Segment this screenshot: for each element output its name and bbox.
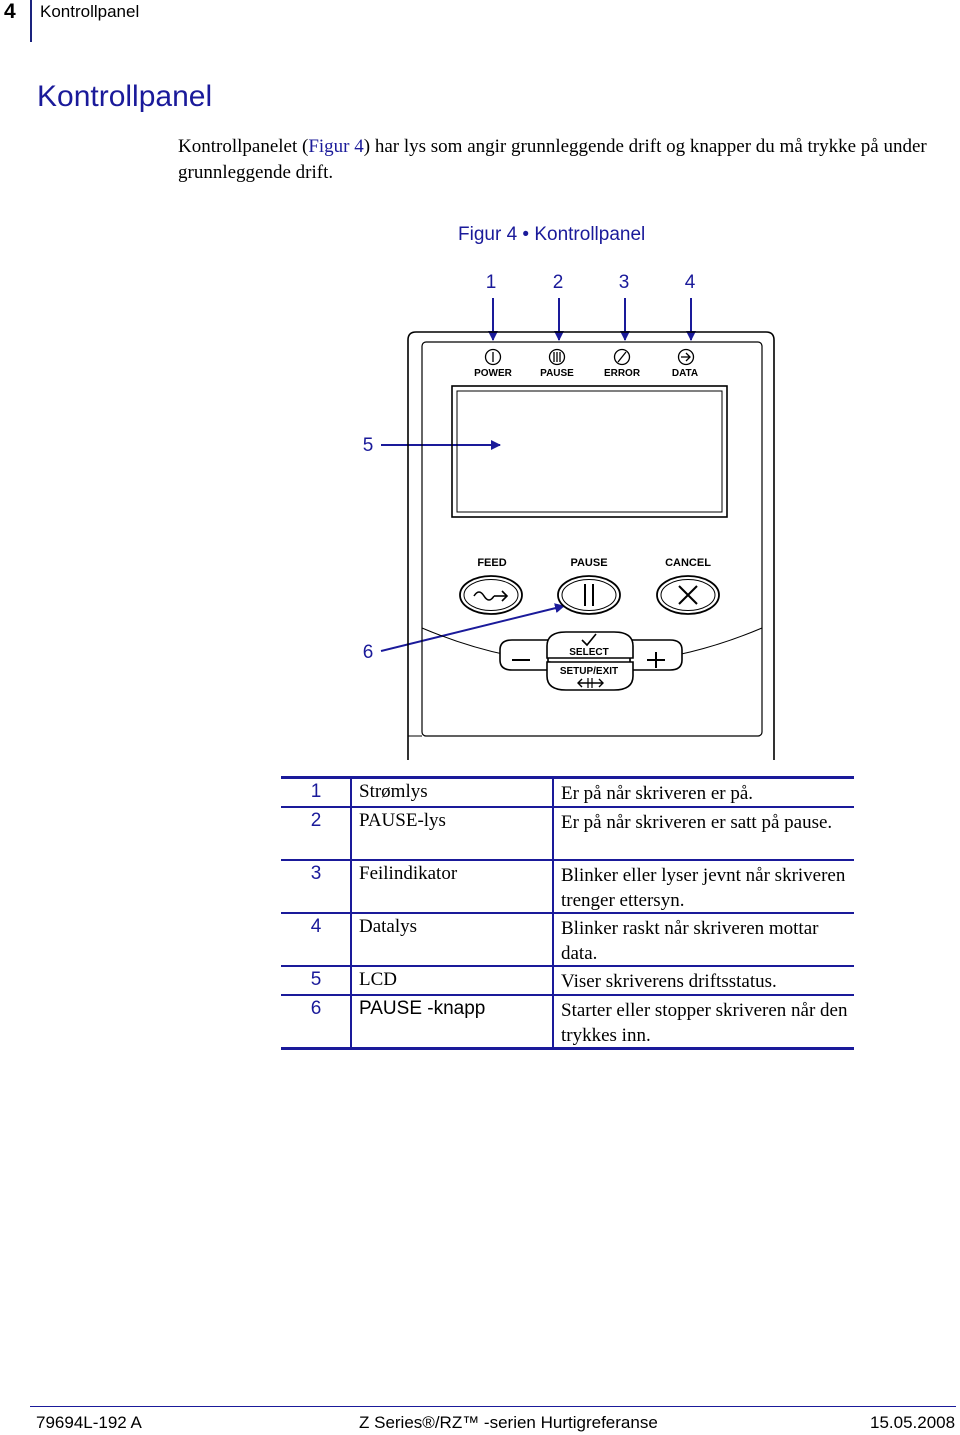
legend-row-divider [281, 806, 854, 808]
power-label: POWER [474, 368, 513, 379]
pause-button[interactable] [557, 575, 621, 615]
cancel-label: CANCEL [665, 557, 711, 569]
legend-name: PAUSE -knapp [359, 998, 486, 1019]
legend-number: 5 [310, 969, 322, 990]
page-number: 4 [4, 0, 16, 23]
footer-rule [30, 1406, 956, 1407]
pause-light-icon [548, 348, 566, 366]
pause-button-label: PAUSE [570, 557, 607, 569]
legend-number: 1 [310, 781, 322, 802]
legend-name: PAUSE-lys [359, 810, 446, 831]
callout-2: 2 [553, 272, 564, 293]
plus-button[interactable] [629, 639, 683, 671]
setup-exit-label: SETUP/EXIT [560, 666, 618, 677]
minus-button[interactable] [499, 639, 549, 671]
lcd-screen [451, 385, 728, 518]
legend-column-divider [350, 778, 352, 1049]
running-header: Kontrollpanel [40, 2, 140, 21]
page-title: Kontrollpanel [37, 80, 213, 113]
legend-description: Blinker eller lyser jevnt når skriveren … [561, 865, 846, 911]
callout-3: 3 [619, 272, 630, 293]
legend-number: 2 [310, 810, 322, 831]
legend-row-divider [281, 965, 854, 967]
control-panel-figure: 1 2 3 4 5 6 POWER PAUS [363, 272, 775, 760]
callout-5: 5 [363, 435, 374, 456]
callout-4: 4 [685, 272, 696, 293]
intro-text-start: Kontrollpanelet ( [178, 136, 309, 157]
header-divider [30, 0, 32, 42]
legend-row-divider [281, 912, 854, 914]
cancel-button[interactable] [656, 575, 720, 615]
feed-button[interactable] [459, 575, 523, 615]
legend-description: Starter eller stopper skriveren når den … [561, 1000, 848, 1046]
callout-1: 1 [486, 272, 497, 293]
feed-label: FEED [477, 557, 506, 569]
data-light-icon [677, 348, 695, 366]
figure-link[interactable]: Figur 4 [308, 136, 364, 157]
legend-column-divider [552, 778, 554, 1049]
panel-body [407, 331, 775, 760]
legend-name: Feilindikator [359, 863, 458, 884]
select-setup-button[interactable] [546, 631, 634, 691]
legend-top-rule [281, 776, 854, 779]
error-light-icon [613, 348, 631, 366]
legend-description: Blinker raskt når skriveren mottar data. [561, 918, 819, 964]
legend-row-divider [281, 859, 854, 861]
intro-text-end: ) har lys som angir grunnleggende drift … [178, 136, 927, 183]
legend-name: Datalys [359, 916, 418, 937]
legend-number: 4 [310, 916, 322, 937]
legend-description: Viser skriverens driftsstatus. [561, 971, 777, 992]
power-light-icon [484, 348, 502, 366]
footer-title: Z Series®/RZ™ -serien Hurtigreferanse [359, 1413, 658, 1432]
callout-arrows [380, 298, 696, 652]
error-label: ERROR [604, 368, 641, 379]
legend-number: 3 [310, 863, 322, 884]
legend-description: Er på når skriveren er satt på pause. [561, 812, 833, 833]
select-label: SELECT [569, 647, 608, 658]
callout-6: 6 [363, 642, 374, 663]
intro-paragraph: Kontrollpanelet (Figur 4) har lys som an… [178, 134, 948, 186]
legend-name: Strømlys [359, 781, 428, 802]
footer-doc-id: 79694L-192 A [36, 1413, 142, 1432]
legend-description: Er på når skriveren er på. [561, 783, 754, 804]
data-label: DATA [672, 368, 698, 379]
footer-date: 15.05.2008 [870, 1413, 956, 1432]
legend-row-divider [281, 994, 854, 996]
pause-light-label: PAUSE [540, 368, 574, 379]
legend-name: LCD [359, 969, 397, 990]
legend-number: 6 [310, 998, 322, 1019]
legend-bottom-rule [281, 1047, 854, 1050]
figure-caption: Figur 4 • Kontrollpanel [458, 224, 646, 245]
